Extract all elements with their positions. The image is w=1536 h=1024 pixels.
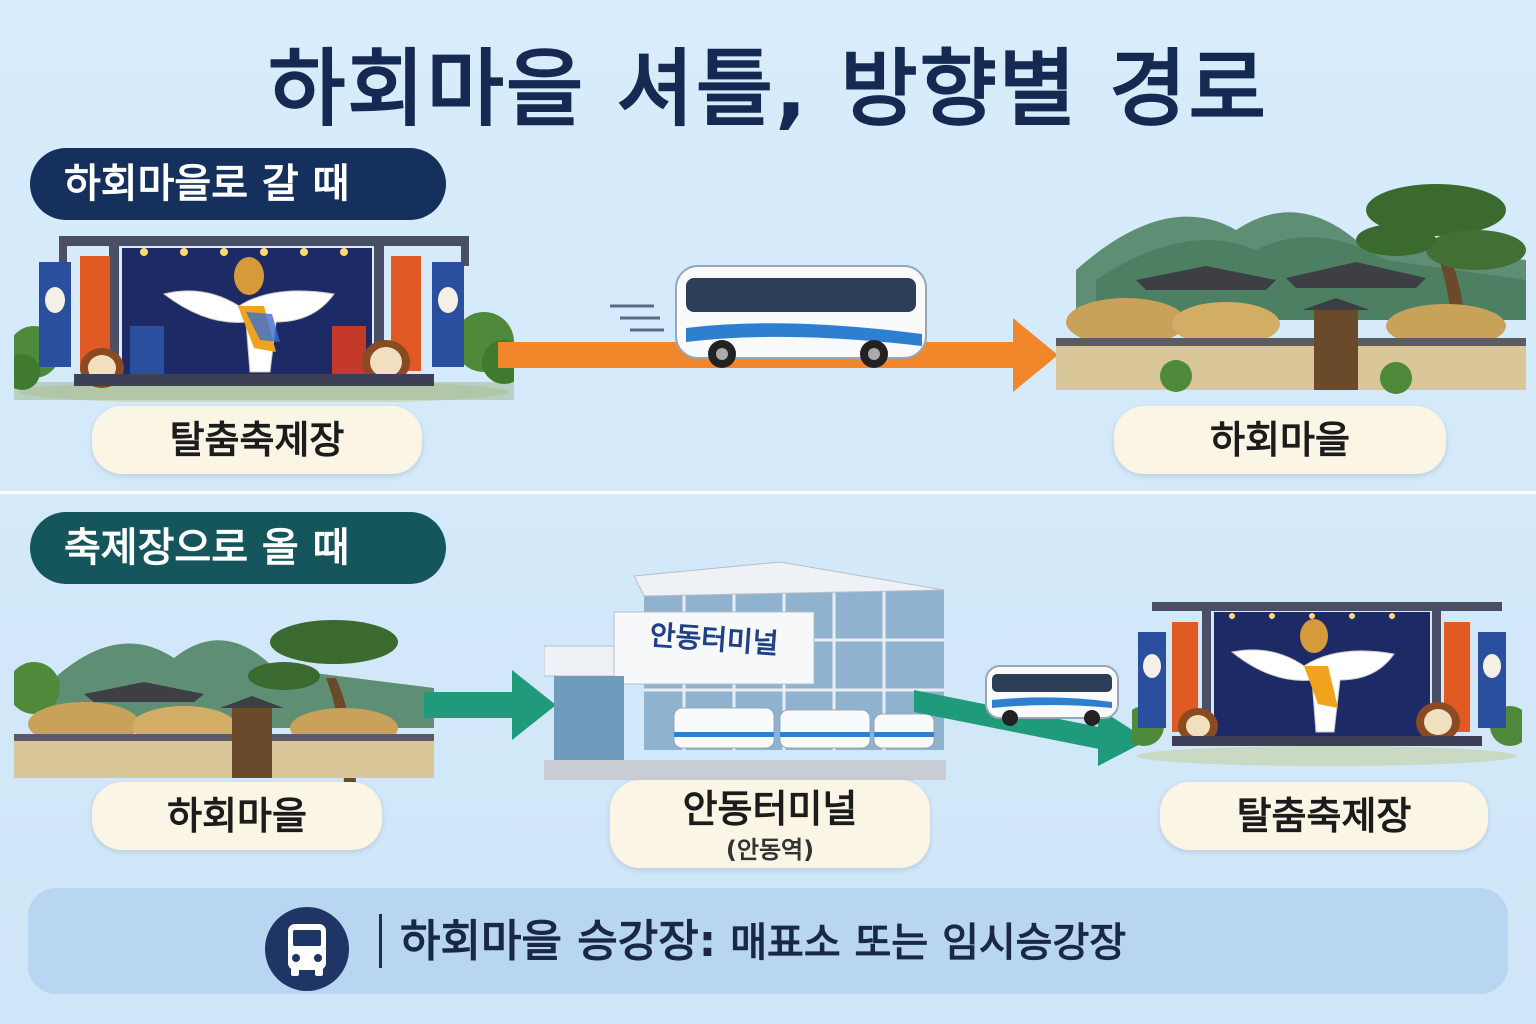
notice-detail: 매표소 또는 임시승강장 [730, 920, 1127, 966]
section-heading-come: 축제장으로 올 때 [30, 512, 446, 584]
section-divider [0, 491, 1536, 494]
come-from-label: 하회마을 [92, 782, 382, 850]
come-to-label: 탈춤축제장 [1160, 782, 1488, 850]
go-from-label: 탈춤축제장 [92, 406, 422, 474]
go-from-text: 탈춤축제장 [169, 418, 345, 462]
hahoe-village-illustration [1056, 184, 1526, 394]
festival-stage-illustration [14, 236, 514, 402]
hahoe-village-illustration-small [14, 620, 434, 784]
come-to-text: 탈춤축제장 [1236, 794, 1412, 838]
festival-stage-illustration-small [1132, 602, 1522, 766]
bus-icon [265, 907, 349, 991]
go-to-text: 하회마을 [1210, 418, 1350, 462]
notice-separator [379, 914, 382, 968]
section-heading-go: 하회마을로 갈 때 [30, 148, 446, 220]
notice-title: 하회마을 승강장: [400, 916, 717, 967]
page-title: 하회마을 셔틀, 방향별 경로 [268, 40, 1268, 138]
shuttle-bus-icon [610, 265, 927, 368]
notice-text: 하회마을 승강장: 매표소 또는 임시승강장 [400, 914, 1126, 970]
shuttle-bus-icon-small [985, 665, 1119, 726]
go-to-label: 하회마을 [1114, 406, 1446, 474]
come-from-text: 하회마을 [167, 794, 307, 838]
andong-terminal-illustration [544, 561, 946, 780]
come-via-label: 안동터미널 (안동역) [610, 780, 930, 868]
come-route-arrow-1 [424, 670, 556, 740]
come-via-text: 안동터미널 [682, 787, 858, 831]
come-via-subtext: (안동역) [725, 836, 815, 864]
